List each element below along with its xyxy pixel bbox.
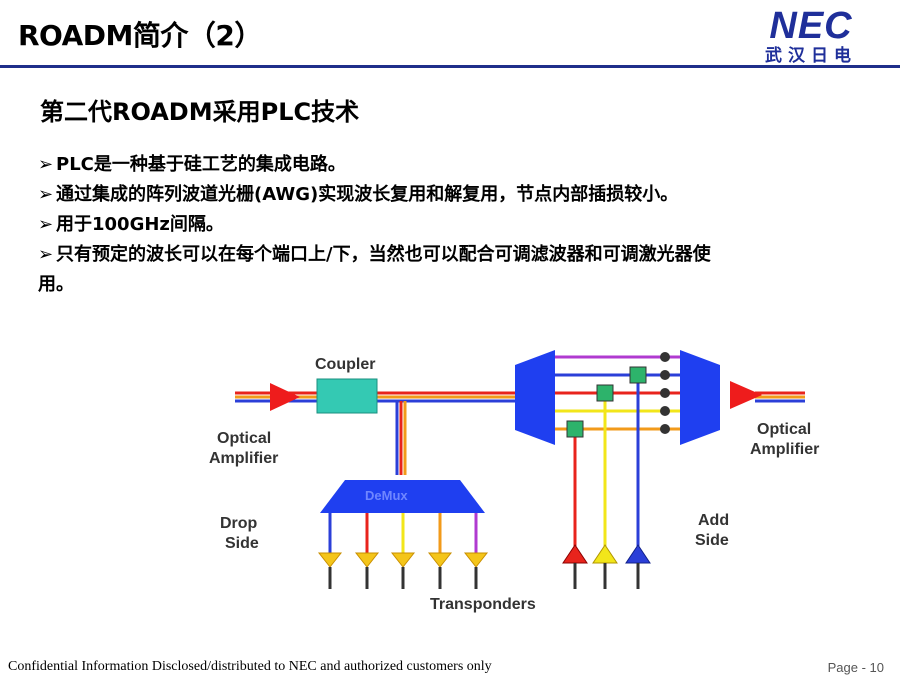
confidential-notice: Confidential Information Disclosed/distr… [8, 659, 492, 674]
logo-wordmark: NEC [769, 5, 853, 47]
left-amp-label-1: Optical [217, 430, 271, 447]
bullet-item: ➢只有预定的波长可以在每个端口上/下，当然也可以配合可调滤波器和可调激光器使用。 [38, 240, 718, 300]
bullet-text: 只有预定的波长可以在每个端口上/下，当然也可以配合可调滤波器和可调激光器使用。 [38, 244, 711, 295]
awg-mux [680, 350, 720, 445]
roadm-plc-diagram: Optical Amplifier Coupler DeMux Drop Sid… [209, 350, 819, 613]
demux-block [320, 480, 485, 513]
add-side-label-2: Side [695, 532, 729, 549]
awg-demux [515, 350, 555, 445]
right-amp-label-1: Optical [757, 421, 811, 438]
bullet-text: 用于100GHz间隔。 [56, 214, 224, 235]
demux-label: DeMux [365, 488, 408, 503]
drop-transponders [317, 513, 489, 589]
transponders-label: Transponders [430, 596, 536, 613]
bullet-item: ➢用于100GHz间隔。 [38, 210, 718, 240]
left-amp-label-2: Amplifier [209, 450, 278, 467]
bullet-item: ➢PLC是一种基于硅工艺的集成电路。 [38, 150, 718, 180]
arrow-bullet-icon: ➢ [38, 214, 54, 235]
coupler-box [316, 378, 378, 414]
bullet-item: ➢通过集成的阵列波道光栅(AWG)实现波长复用和解复用，节点内部插损较小。 [38, 180, 718, 210]
bullet-text: 通过集成的阵列波道光栅(AWG)实现波长复用和解复用，节点内部插损较小。 [56, 184, 679, 205]
left-amplifier-icon [270, 383, 300, 411]
title-divider [0, 65, 900, 68]
logo-subtitle: 武汉日电 [765, 46, 857, 66]
switch-icon [629, 366, 647, 384]
switch-icon [566, 420, 584, 438]
drop-branch-lines [395, 401, 407, 475]
arrow-bullet-icon: ➢ [38, 154, 54, 175]
page-number: Page - 10 [827, 660, 884, 675]
section-subtitle: 第二代ROADM采用PLC技术 [40, 98, 360, 126]
bullet-text: PLC是一种基于硅工艺的集成电路。 [56, 154, 346, 175]
add-side-label-1: Add [698, 512, 729, 529]
right-amp-label-2: Amplifier [750, 441, 819, 458]
arrow-bullet-icon: ➢ [38, 244, 54, 265]
slide-title: ROADM简介（2） [18, 19, 262, 52]
switch-icon [596, 384, 614, 402]
add-branch [562, 366, 651, 589]
coupler-label: Coupler [315, 356, 375, 373]
wavelength-lanes [555, 352, 680, 434]
arrow-bullet-icon: ➢ [38, 184, 54, 205]
drop-side-label-2: Side [225, 535, 259, 552]
bullet-list: ➢PLC是一种基于硅工艺的集成电路。 ➢通过集成的阵列波道光栅(AWG)实现波长… [38, 150, 718, 300]
nec-logo: NEC 武汉日电 [746, 6, 876, 66]
drop-side-label-1: Drop [220, 515, 258, 532]
right-amplifier-icon [730, 381, 762, 409]
